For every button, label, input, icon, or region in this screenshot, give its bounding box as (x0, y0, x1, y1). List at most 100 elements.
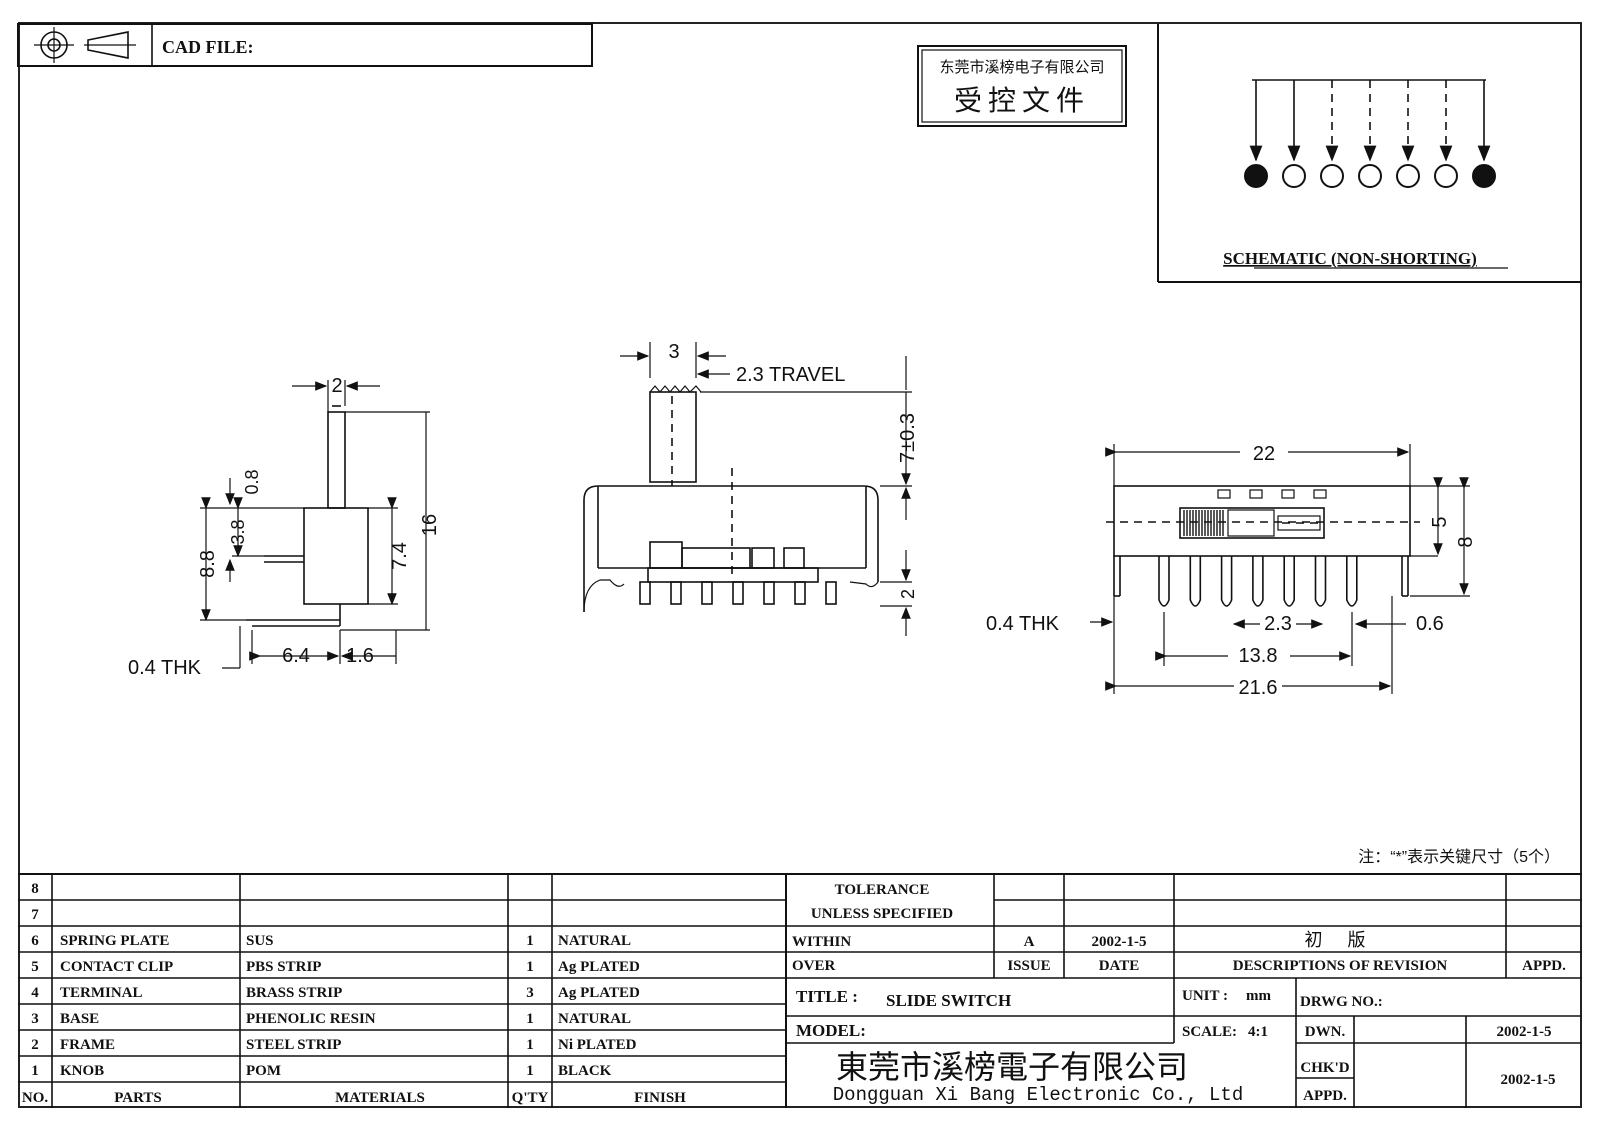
row-finish: Ni PLATED (558, 1037, 637, 1053)
header-no: NO. (22, 1090, 49, 1106)
title-block: TOLERANCE UNLESS SPECIFIED WITHIN OVER A… (786, 873, 1582, 1108)
dim-side-thk: 0.4 THK (128, 657, 202, 679)
cad-file-box: CAD FILE: (17, 23, 593, 67)
schematic-pin-open (1358, 164, 1382, 188)
top-terminal-pin (1158, 556, 1170, 607)
row-no: 5 (31, 959, 39, 975)
chkd-label: CHK'D (1300, 1060, 1349, 1076)
dim-top-22: 22 (1253, 443, 1275, 465)
controlled-doc-stamp: 东莞市溪榜电子有限公司 受控文件 (917, 45, 1127, 127)
scale-label: SCALE: (1182, 1024, 1237, 1040)
front-terminal-pin (701, 581, 713, 605)
parts-table-header: NO. PARTS MATERIALS Q'TY FINISH (22, 1090, 686, 1106)
key-dimension-note: 注：“*”表示关键尺寸（5个） (1358, 848, 1560, 866)
top-terminal-pin (1189, 556, 1202, 607)
appd2-label: APPD. (1303, 1088, 1347, 1104)
top-terminal-pin (1220, 556, 1233, 607)
tolerance-line2: UNLESS SPECIFIED (811, 906, 953, 922)
date-label: DATE (1099, 958, 1140, 974)
controlled-doc-text: 受控文件 (954, 85, 1090, 116)
front-terminal-pin (825, 581, 837, 605)
row-no: 1 (31, 1063, 39, 1079)
front-terminal-pin (794, 581, 806, 605)
schematic-pin-filled (1244, 164, 1268, 188)
issue-date: 2002-1-5 (1092, 934, 1147, 950)
dim-top-8: 8 (1455, 536, 1477, 547)
unit-value: mm (1246, 988, 1271, 1004)
dim-side-6-4: 6.4 (282, 645, 310, 667)
header-materials: MATERIALS (335, 1090, 425, 1106)
row-no: 6 (31, 933, 39, 949)
row-part: FRAME (60, 1037, 115, 1053)
title-label: TITLE : (796, 987, 858, 1006)
dim-front-7: 7±0.3 (897, 413, 919, 463)
chkd-date: 2002-1-5 (1501, 1072, 1556, 1088)
row-part: SPRING PLATE (60, 933, 169, 949)
company-cn-small: 东莞市溪榜电子有限公司 (939, 59, 1104, 76)
dim-side-1-6: 1.6 (346, 645, 374, 667)
desc-label: DESCRIPTIONS OF REVISION (1233, 958, 1448, 974)
row-qty: 1 (526, 933, 534, 949)
dim-top-0-6: 0.6 (1416, 613, 1444, 635)
projection-symbol-icon (34, 27, 136, 63)
top-terminal-pin (1346, 556, 1358, 607)
dim-top-thk: 0.4 THK (986, 613, 1060, 635)
row-part: CONTACT CLIP (60, 959, 173, 975)
front-terminal-pin (639, 581, 651, 605)
row-material: STEEL STRIP (246, 1037, 341, 1053)
dim-front-2: 2 (898, 589, 918, 599)
header-parts: PARTS (114, 1090, 162, 1106)
top-terminal-pin (1252, 556, 1264, 607)
dim-top-5: 5 (1429, 516, 1451, 527)
over-label: OVER (792, 958, 836, 974)
row-part: TERMINAL (60, 985, 143, 1001)
row-qty: 1 (526, 1011, 534, 1027)
row-qty: 3 (526, 985, 534, 1001)
unit-label: UNIT : (1182, 988, 1228, 1004)
top-contact-tab (1281, 489, 1295, 499)
dwn-date: 2002-1-5 (1497, 1024, 1552, 1040)
row-part: BASE (60, 1011, 99, 1027)
dim-side-2: 2 (331, 375, 342, 397)
dim-side-8-8: 8.8 (197, 550, 219, 578)
row-no: 8 (31, 881, 39, 897)
top-contact-tab (1313, 489, 1327, 499)
within-label: WITHIN (792, 934, 851, 950)
knob-grip (1227, 509, 1275, 537)
dwn-label: DWN. (1305, 1024, 1346, 1040)
dim-side-3-8: 3.8 (228, 519, 248, 544)
row-part: KNOB (60, 1063, 104, 1079)
dim-top-2-3: 2.3 (1264, 613, 1292, 635)
title-value: SLIDE SWITCH (886, 991, 1011, 1010)
row-finish: NATURAL (558, 933, 631, 949)
row-finish: Ag PLATED (558, 985, 640, 1001)
schematic-panel: SCHEMATIC (NON-SHORTING) (1157, 24, 1582, 283)
header-finish: FINISH (634, 1090, 686, 1106)
row-material: POM (246, 1063, 281, 1079)
top-contact-tab (1217, 489, 1231, 499)
row-no: 2 (31, 1037, 39, 1053)
front-terminal-pin (670, 581, 682, 605)
schematic-title: SCHEMATIC (NON-SHORTING) (1223, 249, 1477, 268)
company-cn: 東莞市溪榜電子有限公司 (836, 1049, 1188, 1085)
drwg-no-label: DRWG NO.: (1300, 994, 1383, 1010)
row-qty: 1 (526, 1037, 534, 1053)
row-finish: BLACK (558, 1063, 612, 1079)
schematic-pin-open (1282, 164, 1306, 188)
issue-label: ISSUE (1007, 958, 1050, 974)
row-finish: NATURAL (558, 1011, 631, 1027)
row-qty: 1 (526, 1063, 534, 1079)
front-terminal-pin (732, 581, 744, 605)
row-no: 3 (31, 1011, 39, 1027)
dim-front-3: 3 (668, 341, 679, 363)
company-en: Dongguan Xi Bang Electronic Co., Ltd (833, 1084, 1243, 1106)
top-view: 22 5 8 0.4 THK 2.3 0.6 13.8 21.6 (986, 443, 1477, 699)
row-no: 7 (31, 907, 39, 923)
scale-value: 4:1 (1248, 1024, 1268, 1040)
row-material: PHENOLIC RESIN (246, 1011, 376, 1027)
drawing-frame (18, 22, 1582, 1108)
dim-side-16: 16 (419, 514, 441, 536)
schematic-pin-open (1434, 164, 1458, 188)
